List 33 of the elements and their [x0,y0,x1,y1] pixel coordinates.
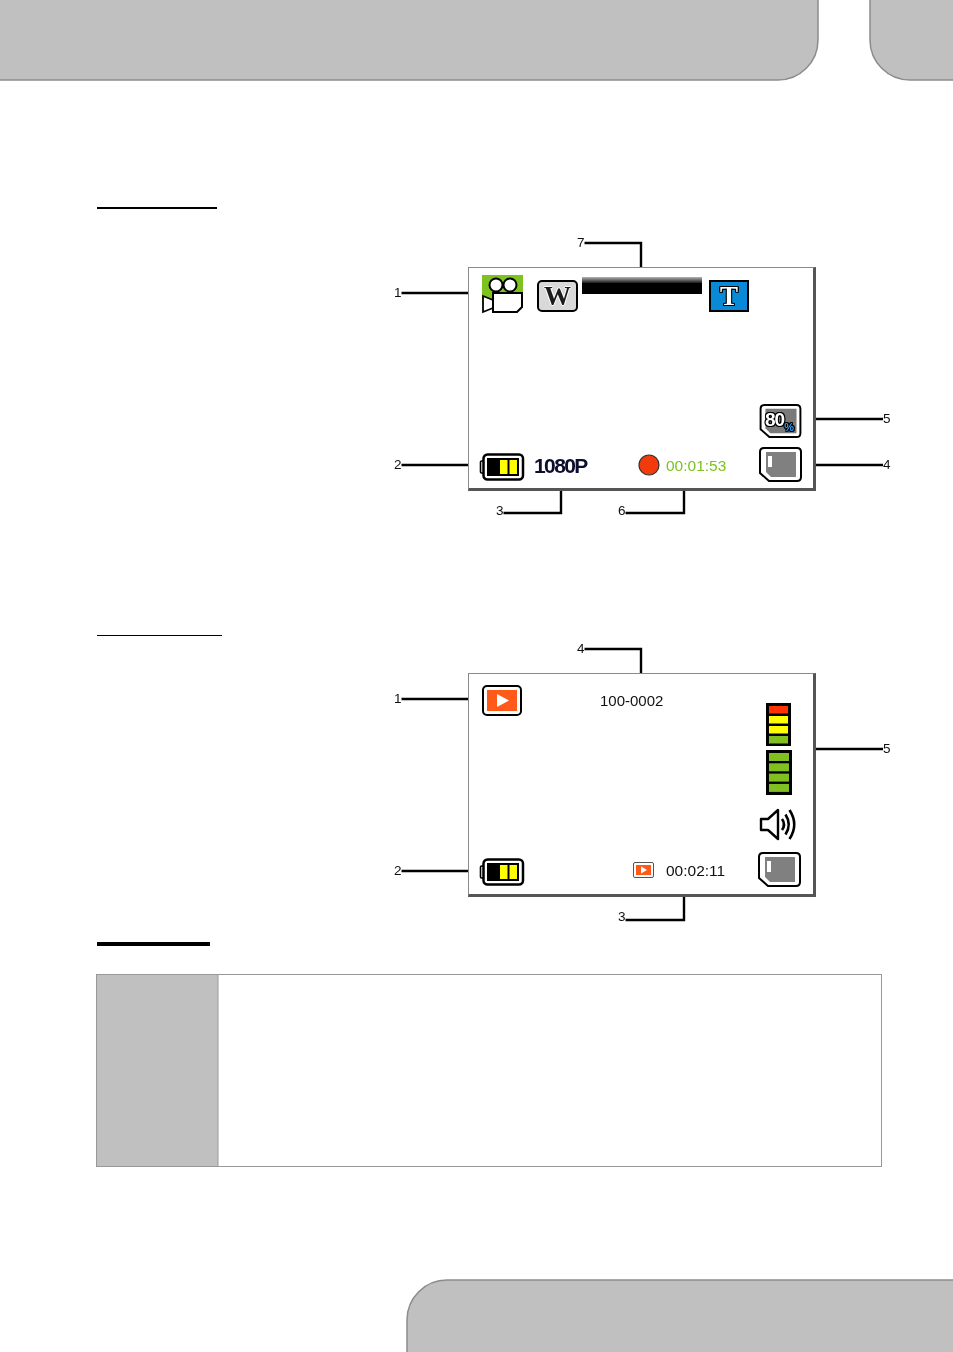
zoom-wide-button: W [537,280,578,312]
leader-line [401,869,468,873]
leader-line [625,491,686,515]
callout-number: 6 [618,504,626,518]
leader-line [584,241,643,267]
leader-line [503,491,563,515]
recording-time: 00:01:53 [666,457,727,475]
callout-number: 3 [618,910,626,924]
memory-usage-indicator: 80$_{%}$ [759,404,802,438]
callout-number: 4 [577,642,585,656]
playback-time: 00:02:11 [666,862,726,880]
callout-number: 5 [883,742,891,756]
leader-line [816,747,883,751]
leader-line [816,463,883,467]
resolution-label: 1080P [534,454,587,477]
leader-line [401,697,468,701]
callout-number: 7 [577,236,585,250]
callout-number: 2 [394,458,402,472]
file-number: 100-0002 [600,692,664,709]
callout-number: 2 [394,864,402,878]
callout-number: 1 [394,692,402,706]
callout-number: 1 [394,286,402,300]
zoom-tele-button: T [709,280,749,312]
leader-line [401,463,468,467]
leader-line [584,647,643,673]
leader-line [816,417,883,421]
callout-number: 3 [496,504,504,518]
leader-line [401,291,468,295]
leader-line [625,897,686,922]
lcd-screen [468,673,816,897]
lcd-screen [468,267,816,491]
callout-number: 4 [883,458,891,472]
callout-number: 5 [883,412,891,426]
